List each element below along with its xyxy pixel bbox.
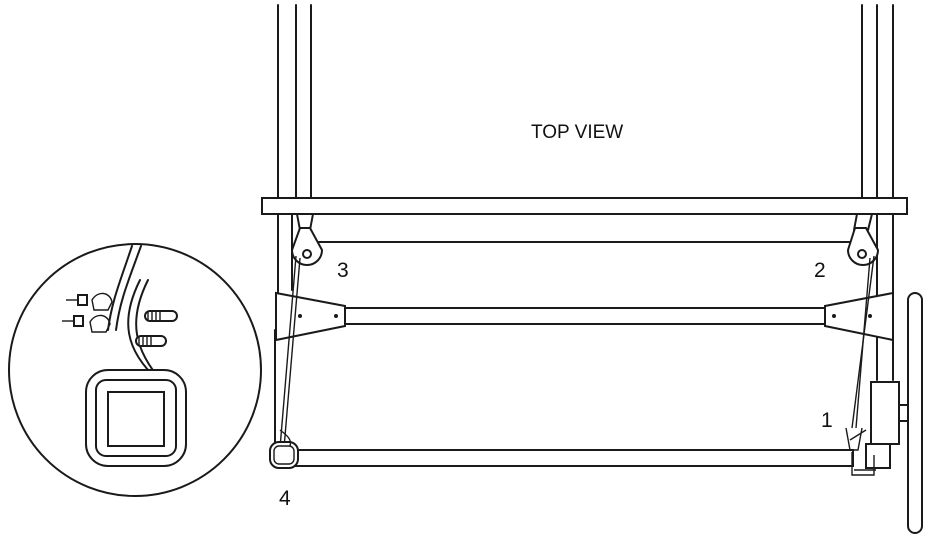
pulley-2 xyxy=(846,213,880,266)
corner-wrap-4 xyxy=(269,429,299,469)
detail-inset xyxy=(8,243,262,497)
callout-4: 4 xyxy=(279,487,291,510)
callout-3: 3 xyxy=(337,259,349,282)
callout-1: 1 xyxy=(821,409,833,432)
spreader-bar xyxy=(275,291,894,342)
rope xyxy=(279,255,875,449)
view-label: TOP VIEW xyxy=(531,122,623,143)
crank-handle xyxy=(907,292,923,534)
pulley-3 xyxy=(290,213,324,266)
callout-2: 2 xyxy=(814,259,826,282)
top-cross-beam xyxy=(261,197,908,215)
bottom-bar xyxy=(284,449,854,467)
